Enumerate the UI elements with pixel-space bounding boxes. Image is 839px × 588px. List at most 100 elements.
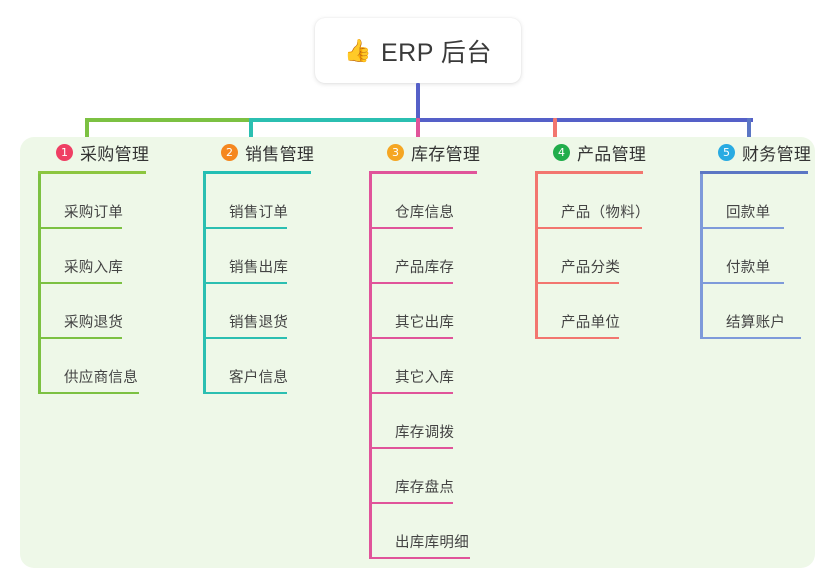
- leaf-list-5: 回款单付款单结算账户: [700, 174, 825, 339]
- leaf-item-underline: [535, 337, 619, 339]
- drop-connector-1: [85, 118, 89, 144]
- leaf-item-label: 销售退货: [229, 315, 289, 331]
- leaf-item-underline: [38, 337, 122, 339]
- leaf-item-underline: [700, 282, 784, 284]
- column-underline-3: [369, 171, 477, 174]
- leaf-item-label: 出库库明细: [395, 535, 469, 551]
- column-3: 3 库存管理仓库信息产品库存其它出库其它入库库存调拨库存盘点出库库明细: [369, 137, 529, 559]
- column-title-5: 财务管理: [742, 144, 812, 164]
- leaf-item[interactable]: 采购入库: [38, 229, 198, 284]
- leaf-list-4: 产品（物料） 产品分类产品单位: [535, 174, 695, 339]
- drop-connector-2: [249, 118, 253, 144]
- drop-connector-3: [416, 118, 420, 144]
- leaf-item[interactable]: 仓库信息: [369, 174, 529, 229]
- column-header-2[interactable]: 2 销售管理: [203, 137, 363, 167]
- leaf-item-label: 产品库存: [395, 260, 455, 276]
- leaf-item[interactable]: 库存盘点: [369, 449, 529, 504]
- leaf-item-label: 库存盘点: [395, 480, 455, 496]
- leaf-item[interactable]: 付款单: [700, 229, 825, 284]
- leaf-item-underline: [38, 392, 139, 394]
- leaf-list-3: 仓库信息产品库存其它出库其它入库库存调拨库存盘点出库库明细: [369, 174, 529, 559]
- leaf-item-label: 付款单: [726, 260, 771, 276]
- leaf-item-underline: [38, 227, 122, 229]
- leaf-item[interactable]: 产品库存: [369, 229, 529, 284]
- leaf-list-1: 采购订单采购入库采购退货供应商信息: [38, 174, 198, 394]
- leaf-item-underline: [38, 282, 122, 284]
- bus-segment-2: [251, 118, 420, 122]
- leaf-item-underline: [203, 337, 287, 339]
- root-node[interactable]: 👍 ERP 后台: [315, 18, 521, 83]
- leaf-list-2: 销售订单销售出库销售退货客户信息: [203, 174, 363, 394]
- root-node-label: 👍 ERP 后台: [344, 33, 492, 69]
- leaf-item[interactable]: 产品单位: [535, 284, 695, 339]
- leaf-spine-3: [369, 174, 372, 559]
- leaf-item-underline: [700, 337, 801, 339]
- leaf-item-label: 仓库信息: [395, 205, 455, 221]
- column-header-1[interactable]: 1 采购管理: [38, 137, 198, 167]
- leaf-item-label: 回款单: [726, 205, 771, 221]
- leaf-item[interactable]: 出库库明细: [369, 504, 529, 559]
- leaf-item[interactable]: 其它入库: [369, 339, 529, 394]
- leaf-item[interactable]: 供应商信息: [38, 339, 198, 394]
- leaf-spine-1: [38, 174, 41, 394]
- leaf-item-underline: [369, 557, 470, 559]
- leaf-item[interactable]: 销售退货: [203, 284, 363, 339]
- diagram-panel: [20, 137, 815, 568]
- column-badge-1: 1: [56, 143, 73, 161]
- leaf-item[interactable]: 客户信息: [203, 339, 363, 394]
- column-badge-2: 2: [221, 143, 238, 161]
- leaf-item[interactable]: 销售出库: [203, 229, 363, 284]
- leaf-item[interactable]: 库存调拨: [369, 394, 529, 449]
- leaf-item-label: 采购退货: [64, 315, 124, 331]
- leaf-item-underline: [203, 282, 287, 284]
- leaf-item-underline: [700, 227, 784, 229]
- leaf-item[interactable]: 销售订单: [203, 174, 363, 229]
- column-title-2: 销售管理: [245, 144, 315, 164]
- leaf-item-underline: [369, 447, 453, 449]
- leaf-item-label: 结算账户: [726, 315, 786, 331]
- root-node-title: ERP 后台: [381, 38, 492, 67]
- column-title-3: 库存管理: [411, 144, 481, 164]
- leaf-item[interactable]: 回款单: [700, 174, 825, 229]
- drop-connector-4: [553, 118, 557, 144]
- column-underline-2: [203, 171, 311, 174]
- column-header-3[interactable]: 3 库存管理: [369, 137, 529, 167]
- column-underline-5: [700, 171, 808, 174]
- leaf-item[interactable]: 产品（物料）: [535, 174, 695, 229]
- leaf-item-underline: [369, 227, 453, 229]
- bus-segment-3: [418, 118, 753, 122]
- leaf-item[interactable]: 产品分类: [535, 229, 695, 284]
- leaf-item-underline: [369, 502, 453, 504]
- column-badge-3: 3: [387, 143, 404, 161]
- leaf-spine-2: [203, 174, 206, 394]
- leaf-item-label: 产品（物料）: [561, 205, 650, 221]
- leaf-item-label: 其它出库: [395, 315, 455, 331]
- leaf-item-underline: [535, 227, 642, 229]
- leaf-item[interactable]: 结算账户: [700, 284, 825, 339]
- leaf-item[interactable]: 采购退货: [38, 284, 198, 339]
- column-title-4: 产品管理: [577, 144, 647, 164]
- leaf-spine-4: [535, 174, 538, 339]
- column-underline-4: [535, 171, 643, 174]
- leaf-item-label: 产品单位: [561, 315, 621, 331]
- column-title-1: 采购管理: [80, 144, 150, 164]
- leaf-item[interactable]: 采购订单: [38, 174, 198, 229]
- leaf-item-underline: [369, 392, 453, 394]
- drop-connector-5: [747, 118, 751, 144]
- leaf-item-underline: [203, 227, 287, 229]
- leaf-item-label: 库存调拨: [395, 425, 455, 441]
- leaf-item-label: 其它入库: [395, 370, 455, 386]
- leaf-item[interactable]: 其它出库: [369, 284, 529, 339]
- column-2: 2 销售管理销售订单销售出库销售退货客户信息: [203, 137, 363, 394]
- leaf-item-label: 采购订单: [64, 205, 124, 221]
- thumbs-up-icon: 👍: [344, 37, 372, 63]
- leaf-item-underline: [369, 337, 453, 339]
- leaf-item-label: 供应商信息: [64, 370, 138, 386]
- leaf-item-label: 产品分类: [561, 260, 621, 276]
- root-stem-connector: [416, 83, 420, 122]
- column-1: 1 采购管理采购订单采购入库采购退货供应商信息: [38, 137, 198, 394]
